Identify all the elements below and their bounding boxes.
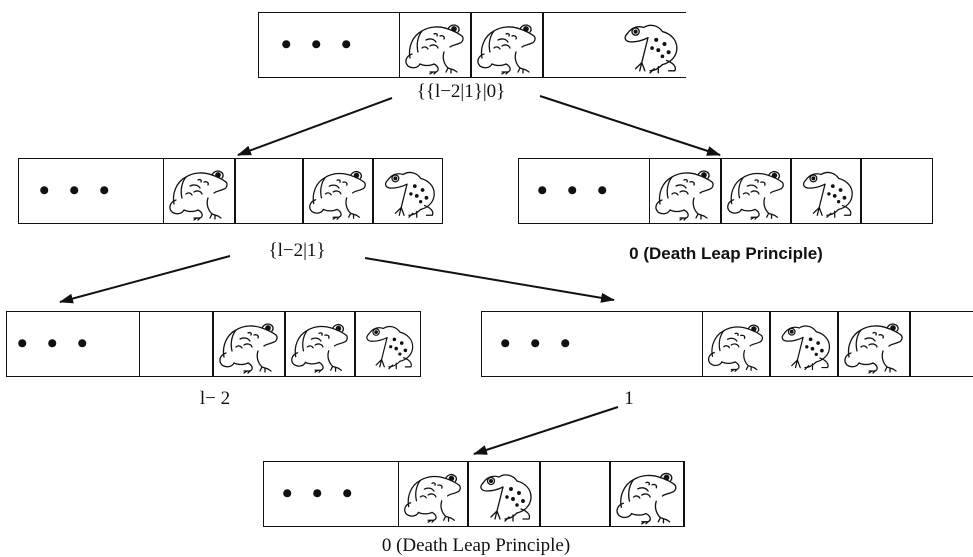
cell-frog: [163, 157, 235, 224]
arrow-mid-to-right: [364, 257, 615, 303]
frog-facing-left-icon: [400, 13, 470, 77]
cell-empty: [235, 157, 303, 224]
frog-facing-left-icon: [164, 159, 234, 223]
cell-frog: [649, 157, 721, 224]
ellipsis: • • •: [500, 327, 577, 360]
frog-facing-left-icon: [472, 13, 542, 77]
frog-facing-left-icon: [214, 312, 284, 376]
arrow-root-to-left: [237, 97, 393, 156]
cell-toad: [612, 12, 686, 78]
cell-toad: [791, 157, 861, 224]
frog-facing-left-icon: [839, 312, 909, 376]
board-right-option: • • •: [518, 157, 933, 224]
cell-frog: [721, 157, 791, 224]
cell-empty: [540, 460, 610, 527]
toad-icon: [771, 312, 837, 376]
arrow-one-to-final: [473, 406, 619, 455]
cell-empty: [139, 310, 213, 377]
board-left-option: • • •: [18, 157, 443, 224]
cell-toad: [373, 157, 443, 224]
toad-icon: [612, 13, 686, 77]
toad-icon: [374, 159, 442, 223]
board-root: • • •: [258, 11, 686, 78]
cell-frog: [838, 310, 910, 377]
frog-facing-left-icon: [611, 462, 683, 526]
toad-icon: [356, 312, 420, 376]
frog-facing-left-icon: [304, 159, 372, 223]
label-mid-right-value: 0 (Death Leap Principle): [629, 244, 823, 263]
frog-facing-left-icon: [722, 159, 790, 223]
cell-empty: [910, 310, 973, 377]
cell-frog: [213, 310, 285, 377]
label-lower-left-value: l− 2: [199, 388, 231, 409]
frog-facing-left-icon: [650, 159, 720, 223]
frog-facing-left-icon: [286, 312, 354, 376]
ellipsis: • • •: [17, 327, 94, 360]
toad-icon: [469, 462, 539, 526]
ellipsis: • • •: [282, 477, 359, 510]
arrow-root-to-right: [539, 95, 721, 156]
ellipsis: • • •: [281, 28, 358, 61]
frog-facing-left-icon: [399, 462, 467, 526]
board-final: • • •: [263, 460, 685, 527]
arrow-mid-to-left: [59, 255, 231, 304]
ellipsis: • • •: [537, 174, 614, 207]
toad-icon: [792, 159, 860, 223]
cell-toad: [770, 310, 838, 377]
cell-frog: [610, 460, 684, 527]
cell-toad: [468, 460, 540, 527]
cell-empty: [861, 157, 933, 224]
cell-frog: [702, 310, 770, 377]
cell-empty: [543, 11, 615, 78]
cell-frog: [303, 157, 373, 224]
frog-facing-left-icon: [703, 312, 769, 376]
board-lower-right: • • •: [481, 310, 973, 377]
label-mid-left-value: {l−2|1}: [268, 240, 326, 261]
cell-frog: [399, 11, 471, 78]
cell-toad: [355, 310, 421, 377]
ellipsis: • • •: [39, 174, 116, 207]
label-final-value: 0 (Death Leap Principle): [381, 535, 571, 556]
label-root-value: {{l−2|1}|0}: [416, 81, 506, 102]
board-lower-left: • • •: [6, 310, 421, 377]
cell-frog: [285, 310, 355, 377]
cell-frog: [471, 11, 543, 78]
cell-frog: [398, 460, 468, 527]
label-lower-right-value: 1: [624, 388, 634, 409]
